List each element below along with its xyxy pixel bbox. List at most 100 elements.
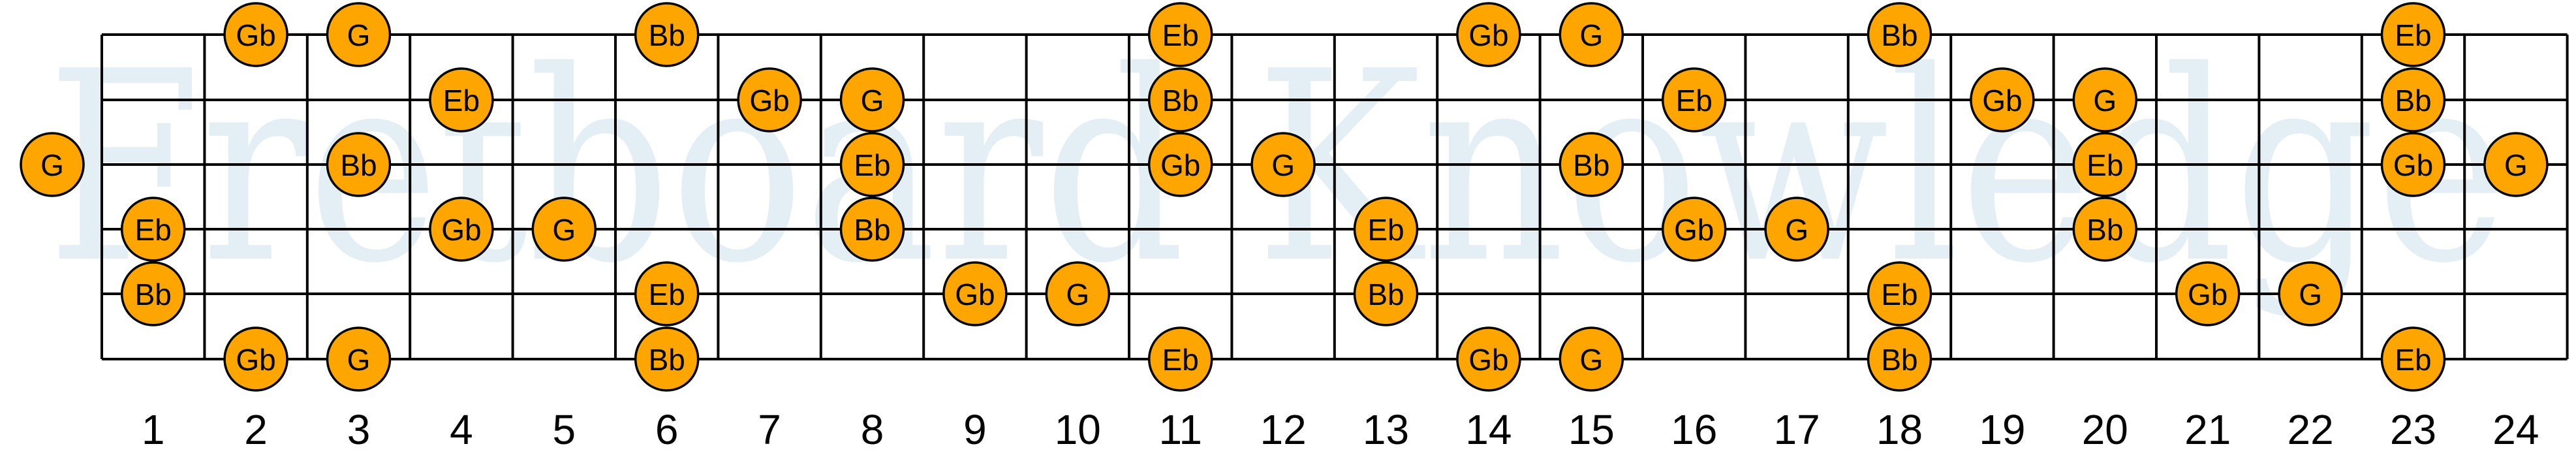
- note-circle: [839, 67, 905, 133]
- note-label: Bb: [1162, 84, 1199, 118]
- note-circle: [2278, 261, 2343, 326]
- note-circle: [1147, 2, 1213, 67]
- fret-number: 23: [2390, 406, 2436, 453]
- note-marker: Eb: [1147, 326, 1213, 392]
- note-circle: [120, 197, 186, 262]
- note-marker: Gb: [1661, 197, 1727, 262]
- note-marker: Eb: [2072, 132, 2138, 197]
- note-label: Eb: [2395, 343, 2431, 377]
- fret-number: 18: [1876, 406, 1923, 453]
- note-label: Gb: [1982, 84, 2022, 118]
- fret-number: 1: [142, 406, 165, 453]
- note-label: G: [1579, 343, 1603, 377]
- note-circle: [1250, 132, 1316, 197]
- note-circle: [634, 261, 700, 326]
- fret-number: 9: [963, 406, 987, 453]
- note-circle: [1456, 326, 1521, 392]
- note-marker: G: [20, 132, 85, 197]
- note-label: Eb: [1367, 213, 1404, 247]
- note-circle: [326, 326, 392, 392]
- note-circle: [1661, 67, 1727, 133]
- fret-number: 16: [1671, 406, 1717, 453]
- note-marker: G: [1764, 197, 1829, 262]
- note-marker: G: [531, 197, 597, 262]
- note-circle: [2380, 2, 2446, 67]
- note-circle: [1867, 261, 1932, 326]
- fret-number: 5: [553, 406, 576, 453]
- note-marker: G: [2278, 261, 2343, 326]
- note-label: Bb: [135, 277, 172, 311]
- note-circle: [1456, 2, 1521, 67]
- note-circle: [120, 261, 186, 326]
- note-label: G: [347, 18, 371, 52]
- note-label: G: [2093, 84, 2117, 118]
- note-marker: Gb: [1147, 132, 1213, 197]
- fretboard-grid: [101, 33, 2569, 360]
- note-marker: Eb: [1147, 2, 1213, 67]
- note-marker: Eb: [1661, 67, 1727, 133]
- note-label: Eb: [1881, 277, 1917, 311]
- note-label: Eb: [854, 148, 890, 182]
- note-circle: [2483, 132, 2549, 197]
- note-marker: Bb: [1559, 132, 1624, 197]
- note-circle: [531, 197, 597, 262]
- note-label: Eb: [2087, 148, 2123, 182]
- note-circle: [2072, 67, 2138, 133]
- fret-number: 4: [450, 406, 473, 453]
- note-label: Bb: [2087, 213, 2123, 247]
- note-circle: [429, 67, 494, 133]
- note-circle: [1970, 67, 2035, 133]
- note-marker: Bb: [1147, 67, 1213, 133]
- note-circle: [634, 2, 700, 67]
- note-marker: G: [326, 326, 392, 392]
- note-circle: [1867, 326, 1932, 392]
- note-circle: [1353, 261, 1419, 326]
- note-marker: Bb: [1867, 326, 1932, 392]
- note-marker: G: [1559, 326, 1624, 392]
- note-circle: [429, 197, 494, 262]
- note-marker: Eb: [839, 132, 905, 197]
- note-label: Gb: [441, 213, 481, 247]
- note-marker: Bb: [634, 2, 700, 67]
- fret-number: 15: [1568, 406, 1615, 453]
- note-label: Gb: [236, 18, 275, 52]
- note-marker: Bb: [1867, 2, 1932, 67]
- note-circle: [2380, 67, 2446, 133]
- note-circle: [223, 2, 288, 67]
- note-label: G: [1785, 213, 1808, 247]
- note-circle: [942, 261, 1008, 326]
- fret-number: 7: [758, 406, 781, 453]
- note-marker: Gb: [223, 2, 288, 67]
- note-marker: Bb: [1353, 261, 1419, 326]
- note-marker: G: [1045, 261, 1111, 326]
- fret-number: 13: [1363, 406, 1409, 453]
- note-circle: [326, 2, 392, 67]
- note-circle: [1661, 197, 1727, 262]
- fret-number: 22: [2288, 406, 2334, 453]
- note-label: Gb: [2393, 148, 2433, 182]
- note-marker: Gb: [2175, 261, 2241, 326]
- note-circle: [1559, 2, 1624, 67]
- note-label: Bb: [854, 213, 890, 247]
- note-circle: [839, 132, 905, 197]
- note-marker: Eb: [1867, 261, 1932, 326]
- note-circle: [1559, 132, 1624, 197]
- note-circle: [1147, 67, 1213, 133]
- note-marker: Gb: [942, 261, 1008, 326]
- note-label: Gb: [236, 343, 275, 377]
- note-marker: Gb: [1970, 67, 2035, 133]
- note-marker: Bb: [326, 132, 392, 197]
- fret-number: 3: [347, 406, 371, 453]
- note-circle: [2072, 132, 2138, 197]
- note-marker: Bb: [120, 261, 186, 326]
- note-label: Bb: [2395, 84, 2431, 118]
- note-circle: [1559, 326, 1624, 392]
- note-marker: Bb: [839, 197, 905, 262]
- note-marker: Eb: [2380, 2, 2446, 67]
- fret-number: 8: [861, 406, 884, 453]
- note-label: G: [2299, 277, 2322, 311]
- note-marker: Eb: [120, 197, 186, 262]
- note-marker: G: [1559, 2, 1624, 67]
- note-label: Gb: [2188, 277, 2227, 311]
